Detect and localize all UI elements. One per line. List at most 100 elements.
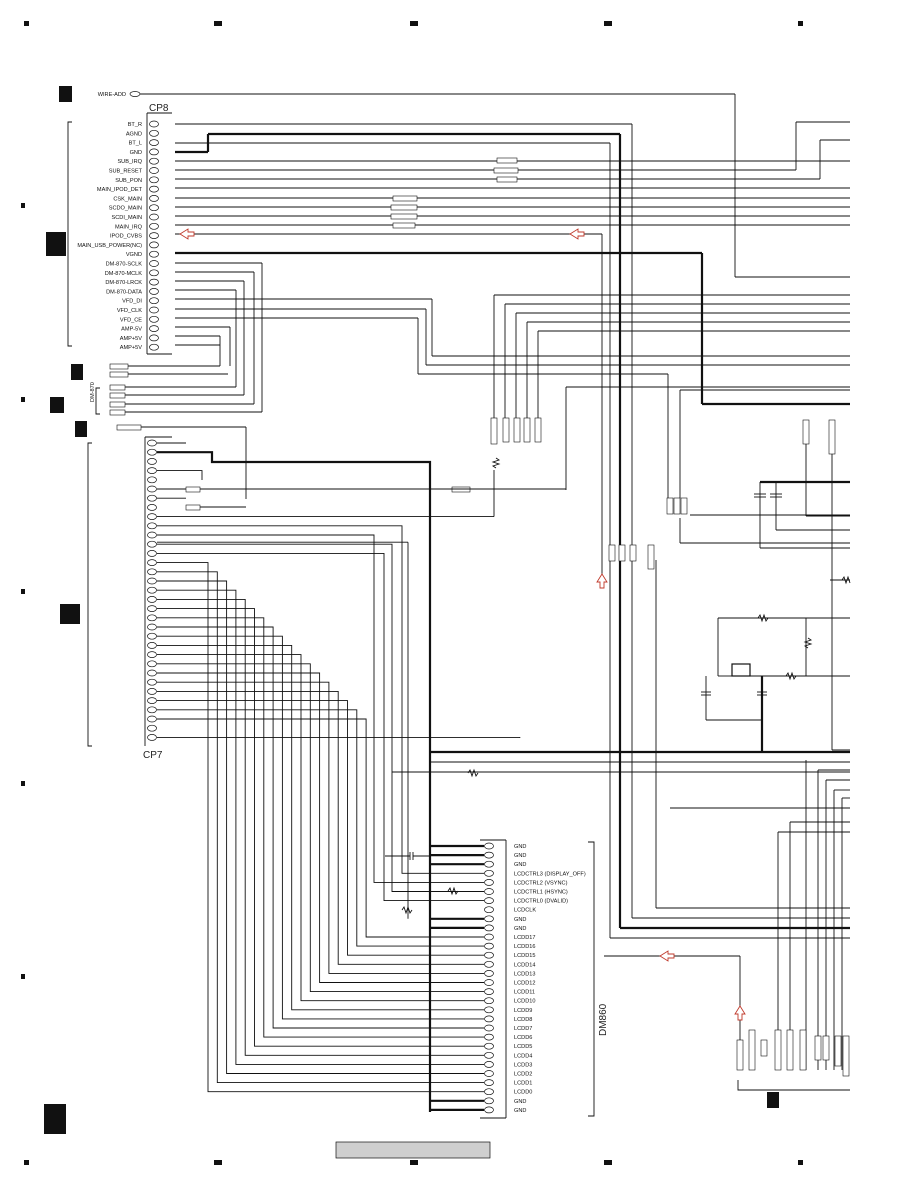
- ground-wire: [157, 451, 432, 752]
- cp8-pin: SUB_PON: [115, 176, 159, 184]
- pin-terminal: [484, 951, 494, 959]
- pin-terminal: [147, 494, 157, 502]
- dm860-pin-label: LCDCTRL1 (HSYNC): [514, 890, 568, 896]
- pin-terminal: [149, 278, 159, 286]
- pin-terminal: [484, 997, 494, 1005]
- pin-terminal: [147, 476, 157, 484]
- pin-terminal: [149, 334, 159, 342]
- dm860-pin-label: LCDD16: [514, 944, 535, 950]
- pin-terminal: [147, 550, 157, 557]
- pin-terminal: [147, 458, 157, 465]
- cp8-pin: SCDI_MAIN: [112, 213, 159, 221]
- cp7-pin: [147, 458, 157, 465]
- dm860-label: DM860: [598, 1003, 609, 1036]
- lcd-data-wire: [157, 690, 484, 965]
- pin-terminal: [147, 642, 157, 649]
- pin-terminal: [149, 185, 159, 193]
- pin-terminal: [484, 1051, 494, 1059]
- pin-terminal: [147, 531, 157, 539]
- pin-terminal: [149, 325, 159, 332]
- lcd-control-wire: [157, 525, 484, 874]
- cp7-to-dm860-wiring: [157, 442, 566, 1112]
- pin-terminal: [484, 897, 494, 904]
- right-bus-wiring: [175, 121, 850, 1112]
- cp8-pin-label: DM-870-LRCK: [105, 280, 142, 286]
- cp8-pin-label: GND: [130, 150, 142, 156]
- cp7-pin: [147, 596, 157, 603]
- cp8-label: CP8: [149, 103, 169, 114]
- lcd-control-wire: [157, 543, 484, 892]
- dm860-pin-label: LCDD17: [514, 935, 535, 941]
- cp8-pin: MAIN_USB_POWER(NC): [77, 241, 159, 249]
- pin-terminal: [149, 157, 159, 165]
- cp7-pin: [147, 660, 157, 668]
- cp8-pin-label: VFD_CLK: [117, 308, 142, 314]
- dm860-pin: LCDD15: [484, 951, 535, 959]
- lcd-data-wire: [157, 700, 484, 956]
- cp7-label: CP7: [143, 750, 163, 761]
- pin-terminal: [484, 988, 494, 995]
- dm860-pin: LCDD0: [484, 1088, 532, 1096]
- pin-terminal: [484, 915, 494, 923]
- pin-terminal: [147, 678, 157, 686]
- lcd-data-wire: [157, 562, 484, 1093]
- cp8-pin-label: SCDI_MAIN: [112, 215, 142, 221]
- dm860-pin: LCDD8: [484, 1015, 532, 1023]
- pin-terminal: [484, 1088, 494, 1096]
- pin-terminal: [484, 1006, 494, 1014]
- pin-terminal: [149, 213, 159, 221]
- dm860-pin: LCDD6: [484, 1033, 532, 1041]
- dm860-pin: GND: [484, 915, 526, 923]
- dm860-pin-label: LCDD15: [514, 953, 535, 959]
- cp8-pin-label: DM-870-MCLK: [105, 271, 143, 277]
- cp7-pin: [147, 586, 157, 594]
- pin-terminal: [147, 577, 157, 585]
- pin-terminal: [484, 1033, 494, 1041]
- dm860-pin-label: GND: [514, 1108, 526, 1114]
- dm860-pin: LCDD4: [484, 1051, 532, 1059]
- pin-terminal: [484, 1079, 494, 1086]
- dm860-pin-label: LCDD4: [514, 1053, 532, 1059]
- pin-terminal: [484, 842, 494, 850]
- cp8-pin-label: VGND: [126, 252, 142, 258]
- cp8-pin: BT_L: [129, 139, 159, 147]
- cp8-pin-label: AMP-5V: [121, 327, 142, 333]
- pin-terminal: [484, 1015, 494, 1023]
- cp7-pin: [147, 688, 157, 695]
- lcd-data-wire: [157, 635, 484, 1020]
- cp7-pin: [147, 632, 157, 640]
- lcd-data-wire: [157, 626, 484, 1029]
- dm860-pin-label: LCDD9: [514, 1008, 532, 1014]
- lcd-data-wire: [157, 598, 484, 1056]
- dm860-pin-label: LCDCTRL3 (DISPLAY_OFF): [514, 871, 586, 877]
- cp7-pin: [147, 504, 157, 511]
- pin-terminal: [147, 660, 157, 668]
- dm860-connector: DM860: [480, 839, 609, 1119]
- pin-terminal: [484, 933, 494, 941]
- pin-terminal: [147, 697, 157, 704]
- ground-wire: [157, 470, 203, 480]
- dm860-pin: LCDCTRL3 (DISPLAY_OFF): [484, 869, 586, 877]
- lcd-data-wire: [157, 654, 484, 1002]
- cp8-pin-label: AGND: [126, 131, 142, 137]
- cp8-pin: MAIN_IRQ: [115, 222, 159, 230]
- pin-terminal: [147, 614, 157, 622]
- cp8-pin-label: SUB_PON: [115, 178, 142, 184]
- wire-add-label: WIRE-ADD: [98, 92, 126, 98]
- cp8-pin: DM-870-MCLK: [105, 269, 159, 277]
- dm860-pin-label: LCDD0: [514, 1090, 532, 1096]
- pin-terminal: [147, 605, 157, 612]
- pin-terminal: [484, 979, 494, 986]
- pin-terminal: [149, 343, 159, 351]
- pin-terminal: [149, 129, 159, 137]
- dm860-pin: GND: [484, 924, 526, 932]
- pin-terminal: [147, 623, 157, 631]
- cp8-pin: AGND: [126, 129, 159, 137]
- dm860-pin: LCDD17: [484, 933, 535, 941]
- dm860-pin: LCDCTRL0 (DVALID): [484, 897, 568, 905]
- lcd-data-wire: [157, 663, 484, 993]
- dm860-pin-label: GND: [514, 844, 526, 850]
- dm860-pin: LCDD7: [484, 1024, 532, 1032]
